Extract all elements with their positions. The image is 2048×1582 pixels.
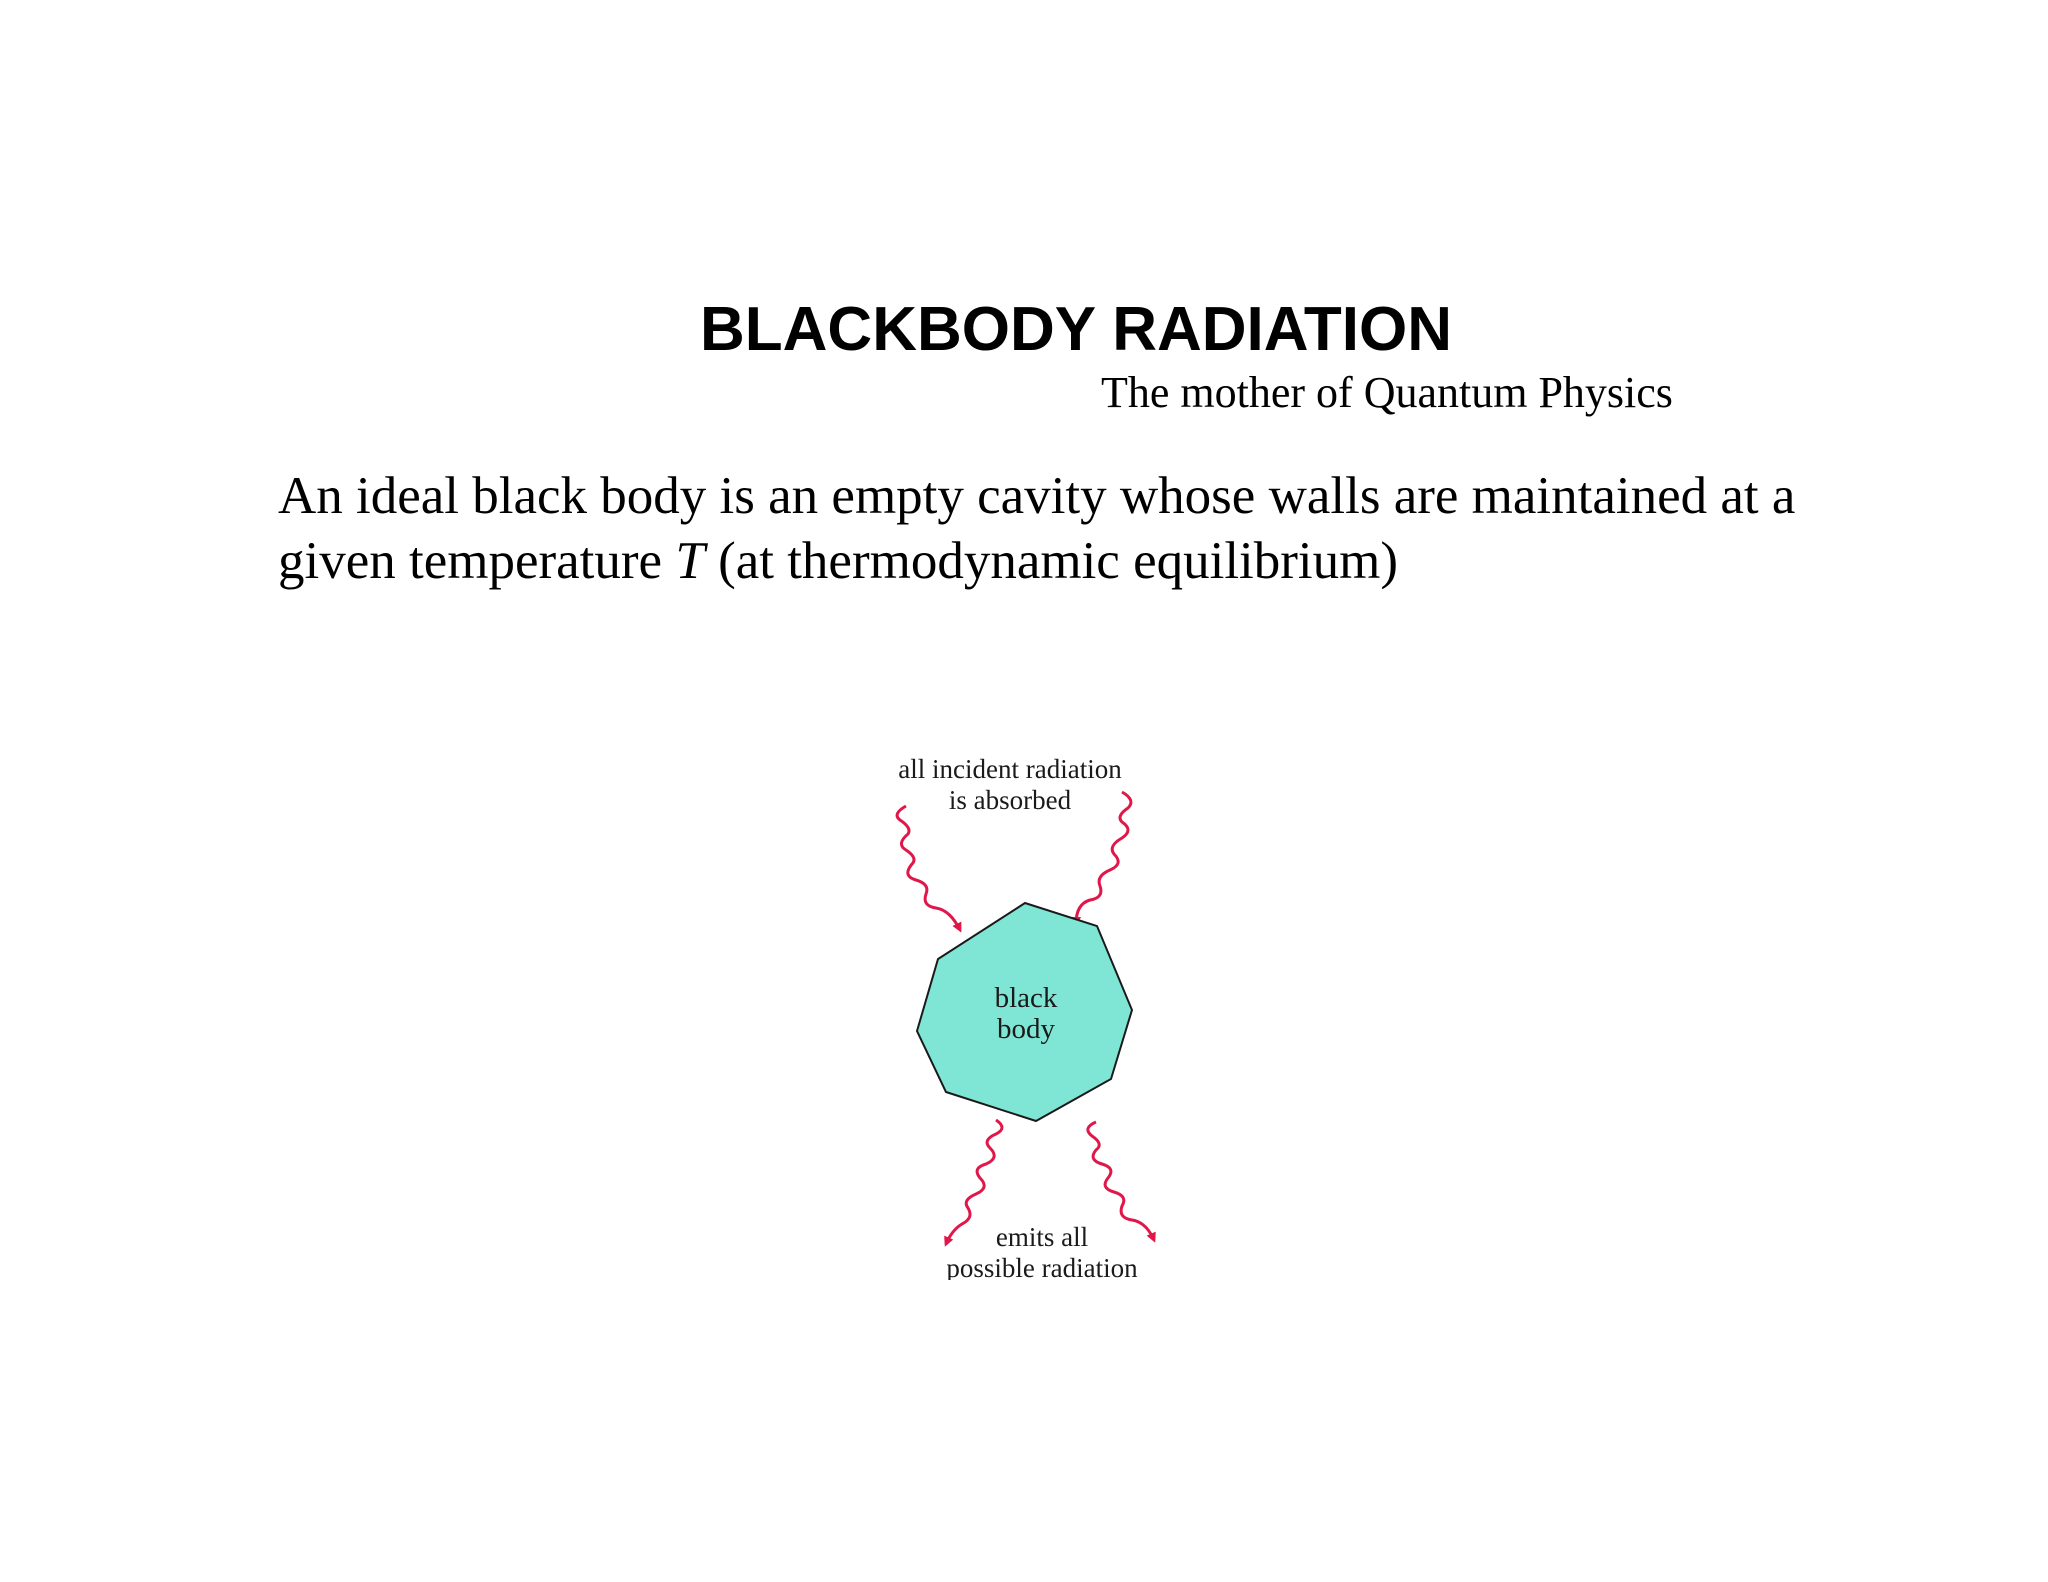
blackbody-diagram: all incident radiation is absorbed black… [895,754,1156,1280]
incoming-wave-left-icon [895,804,962,933]
emits-label-line1: emits all [996,1222,1088,1252]
temperature-variable: T [675,532,705,590]
absorbed-label-line1: all incident radiation [898,754,1122,784]
definition-text-part2: (at thermodynamic equilibrium) [704,532,1399,590]
outgoing-wave-left-icon [944,1118,1004,1247]
slide-subtitle: The mother of Quantum Physics [1101,368,1673,417]
blackbody-shape [915,901,1134,1123]
incoming-wave-right-icon [1071,790,1133,927]
outgoing-wave-right-icon [1086,1120,1156,1243]
slide-title: BLACKBODY RADIATION [700,295,1453,364]
definition-text-part1: An ideal black body is an empty cavity w… [278,467,1796,590]
blackbody-label-line1: black [995,982,1058,1014]
emits-label-line2: possible radiation [946,1253,1138,1280]
absorbed-label-line2: is absorbed [949,785,1072,815]
blackbody-label-line2: body [997,1013,1056,1045]
definition-paragraph: An ideal black body is an empty cavity w… [278,464,1798,594]
